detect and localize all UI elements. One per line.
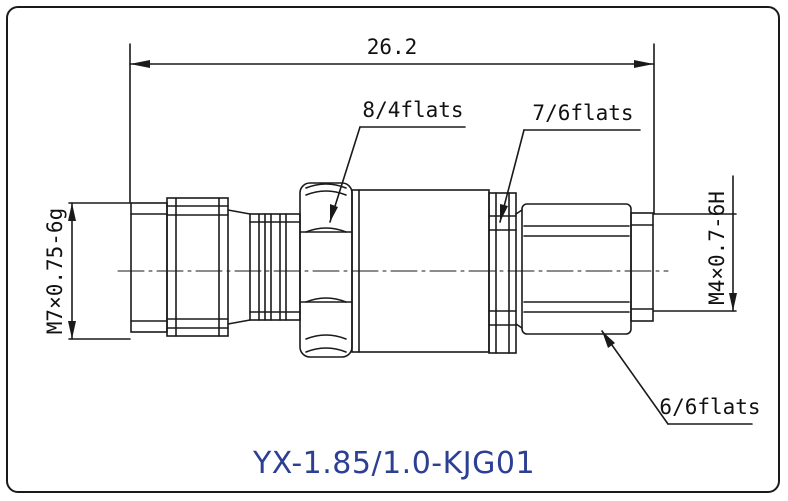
overall-dimension [129, 60, 655, 68]
flats-label-bottom-right: 6/6flats [659, 395, 760, 419]
left-thread-dimension [68, 202, 131, 340]
leader-6-6-flats [601, 330, 753, 425]
part-number-title: YX-1.85/1.0-KJG01 [252, 446, 536, 481]
flats-label-top-right: 7/6flats [532, 101, 633, 125]
right-hex-nut [515, 203, 632, 335]
knurled-nut [166, 197, 251, 337]
hex-6-flats-middle [488, 192, 517, 354]
flats-label-top-left: 8/4flats [362, 98, 463, 122]
left-thread-body [130, 202, 168, 333]
drawing-frame [6, 6, 780, 493]
overall-length-label: 26.2 [367, 35, 418, 59]
leader-7-6-flats [499, 129, 641, 223]
right-thread-dimension [653, 175, 737, 312]
thread-label-left: M7×0.75-6g [43, 208, 67, 334]
right-thread-tip [630, 212, 654, 322]
leader-8-4-flats [329, 126, 466, 223]
grooved-neck [249, 213, 301, 321]
hex-8-flats [299, 182, 353, 358]
thread-label-right: M4×0.7-6H [705, 191, 729, 305]
